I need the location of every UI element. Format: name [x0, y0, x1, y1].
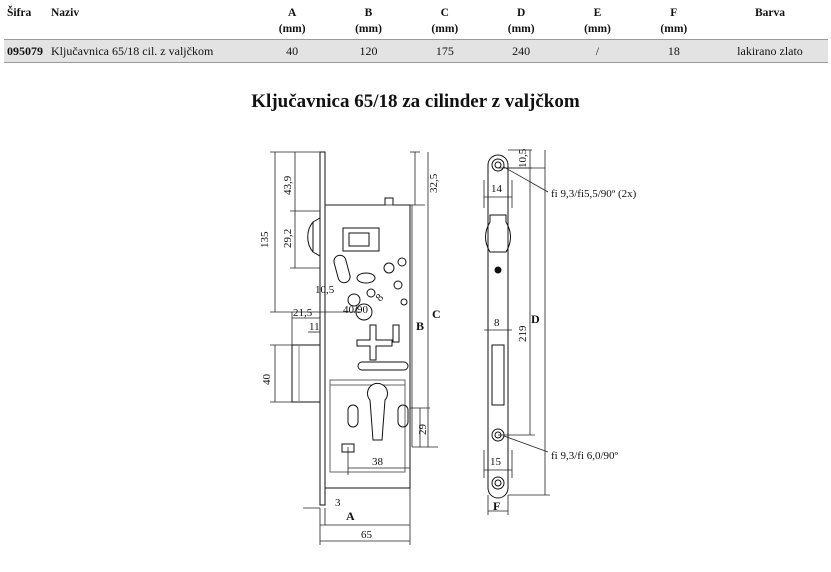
dim-c: C — [432, 307, 441, 321]
dim-40-90: 40/90 — [343, 304, 369, 316]
dim-29-2: 29,2 — [282, 229, 294, 248]
spec-table: Šifra Naziv A(mm) B(mm) C(mm) D(mm) E(mm… — [4, 3, 828, 63]
dim-135: 135 — [259, 231, 271, 248]
dim-21-5: 21,5 — [293, 307, 313, 319]
cell-code: 095079 — [4, 39, 48, 63]
front-faceplate — [487, 154, 509, 499]
cell-color: lakirano zlato — [712, 39, 828, 63]
deadbolt — [291, 344, 321, 403]
spec-header-row: Šifra Naziv A(mm) B(mm) C(mm) D(mm) E(mm… — [4, 3, 828, 40]
front-pin — [494, 266, 502, 274]
dim-11: 11 — [309, 321, 320, 333]
header-barva: Barva — [754, 7, 786, 19]
cell-b: 120 — [330, 39, 407, 63]
header-a: A(mm) — [278, 7, 306, 35]
side-dimension-lines — [270, 151, 438, 545]
header-d: D(mm) — [507, 7, 535, 35]
dim-b: B — [416, 319, 424, 333]
table-row: 095079 Ključavnica 65/18 cil. z valjčkom… — [4, 39, 828, 63]
handle-slot — [333, 254, 351, 284]
cell-e: / — [559, 39, 636, 63]
dim-3: 3 — [335, 497, 341, 509]
header-b: B(mm) — [355, 7, 382, 35]
front-dimension-lines — [483, 149, 550, 515]
dim-d: D — [531, 312, 540, 326]
cell-name: Ključavnica 65/18 cil. z valjčkom — [48, 39, 254, 63]
page-title: Ključavnica 65/18 za cilinder z valjčkom — [251, 91, 580, 112]
front-bolt-slot — [491, 344, 505, 406]
cell-c: 175 — [406, 39, 483, 63]
lock-front-view — [485, 154, 511, 499]
header-c: C(mm) — [431, 7, 459, 35]
cell-f: 18 — [635, 39, 712, 63]
top-slot — [342, 227, 380, 252]
side-faceplate — [319, 151, 326, 506]
dim-15: 15 — [490, 456, 502, 468]
dim-32-5: 32,5 — [428, 173, 440, 193]
header-e: E(mm) — [584, 7, 611, 35]
dim-8-front: 8 — [494, 317, 500, 329]
cell-d: 240 — [482, 39, 560, 63]
dim-14: 14 — [491, 183, 503, 195]
header-sifra: Šifra — [7, 7, 32, 19]
cylinder-cutout — [367, 382, 388, 441]
dim-29: 29 — [417, 424, 429, 436]
note-top-hole: fi 9,3/fi5,5/90º (2x) — [551, 188, 637, 200]
front-latch — [485, 214, 511, 253]
header-f: F(mm) — [660, 7, 688, 35]
dim-40: 40 — [261, 374, 273, 386]
dim-65: 65 — [361, 529, 373, 541]
header-naziv: Naziv — [51, 7, 80, 19]
dim-f: F — [493, 499, 500, 513]
top-screw-hole — [491, 158, 505, 172]
dim-38: 38 — [372, 456, 384, 468]
dim-43-9: 43,9 — [282, 175, 294, 195]
roller-latch — [307, 217, 321, 257]
dim-10-5-side: 10,5 — [315, 284, 335, 296]
cell-a: 40 — [254, 39, 331, 63]
lock-body — [324, 197, 411, 489]
dim-219: 219 — [517, 325, 529, 342]
dim-10-5-front: 10,5 — [517, 148, 529, 168]
dim-a: A — [346, 509, 355, 523]
mechanism-cross — [356, 324, 393, 361]
note-bottom-hole: fi 9,3/fi 6,0/90º — [551, 450, 619, 462]
